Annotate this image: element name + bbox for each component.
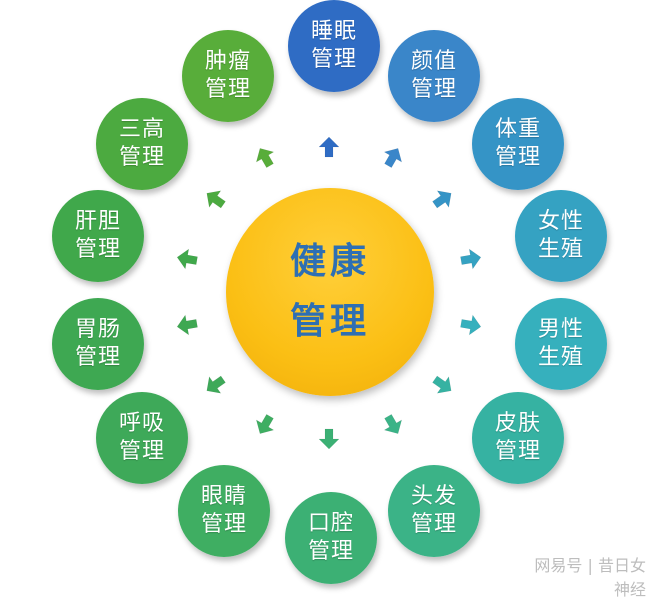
node-label-line2: 管理 xyxy=(74,345,121,370)
category-node: 三高管理 xyxy=(96,98,188,190)
node-label-line1: 肿瘤 xyxy=(204,49,251,74)
category-node: 肝胆管理 xyxy=(52,190,144,282)
arrow-icon xyxy=(428,370,459,401)
node-label-line2: 管理 xyxy=(307,539,354,564)
arrow-icon xyxy=(250,142,280,172)
node-label-line2: 管理 xyxy=(118,439,165,464)
node-label-line1: 口腔 xyxy=(307,511,354,536)
center-label-line1: 健康 xyxy=(289,241,370,282)
arrow-icon xyxy=(378,410,408,440)
arrow-icon xyxy=(200,370,231,401)
category-node: 口腔管理 xyxy=(285,492,377,584)
node-label-line1: 女性 xyxy=(537,209,584,234)
node-label-line1: 男性 xyxy=(537,317,584,342)
category-node: 女性生殖 xyxy=(515,190,607,282)
category-node: 头发管理 xyxy=(388,465,480,557)
category-node: 呼吸管理 xyxy=(96,392,188,484)
node-label-line1: 呼吸 xyxy=(118,411,165,436)
node-label-line2: 管理 xyxy=(410,77,457,102)
arrow-icon xyxy=(318,428,340,450)
node-label-line1: 肝胆 xyxy=(74,209,121,234)
center-node: 健康 管理 xyxy=(226,188,434,396)
node-label-line1: 三高 xyxy=(118,117,165,142)
node-label-line1: 颜值 xyxy=(410,49,457,74)
arrow-icon xyxy=(174,246,199,271)
arrow-icon xyxy=(458,312,483,337)
node-label-line1: 眼睛 xyxy=(200,484,247,509)
arrow-icon xyxy=(174,312,199,337)
arrow-icon xyxy=(200,184,231,215)
category-node: 胃肠管理 xyxy=(52,298,144,390)
category-node: 体重管理 xyxy=(472,98,564,190)
node-label-line2: 管理 xyxy=(494,145,541,170)
category-node: 颜值管理 xyxy=(388,30,480,122)
arrow-icon xyxy=(458,246,483,271)
node-label-line2: 管理 xyxy=(118,145,165,170)
category-node: 男性生殖 xyxy=(515,298,607,390)
node-label-line1: 体重 xyxy=(494,117,541,142)
node-label-line1: 头发 xyxy=(410,484,457,509)
node-label-line1: 睡眠 xyxy=(310,19,357,44)
category-node: 皮肤管理 xyxy=(472,392,564,484)
center-label-line2: 管理 xyxy=(289,301,370,342)
node-label-line1: 皮肤 xyxy=(494,411,541,436)
arrow-icon xyxy=(378,142,408,172)
category-node: 睡眠管理 xyxy=(288,0,380,92)
node-label-line2: 管理 xyxy=(494,439,541,464)
arrow-icon xyxy=(428,184,459,215)
node-label-line2: 管理 xyxy=(310,47,357,72)
node-label-line2: 管理 xyxy=(200,512,247,537)
node-label-line2: 管理 xyxy=(410,512,457,537)
arrow-icon xyxy=(250,410,280,440)
arrow-icon xyxy=(318,136,340,158)
node-label-line2: 生殖 xyxy=(537,237,584,262)
watermark: 网易号 | 昔日女神经 xyxy=(534,556,646,599)
node-label-line2: 管理 xyxy=(74,237,121,262)
node-label-line2: 管理 xyxy=(204,77,251,102)
node-label-line1: 胃肠 xyxy=(74,317,121,342)
category-node: 肿瘤管理 xyxy=(182,30,274,122)
node-label-line2: 生殖 xyxy=(537,345,584,370)
category-node: 眼睛管理 xyxy=(178,465,270,557)
